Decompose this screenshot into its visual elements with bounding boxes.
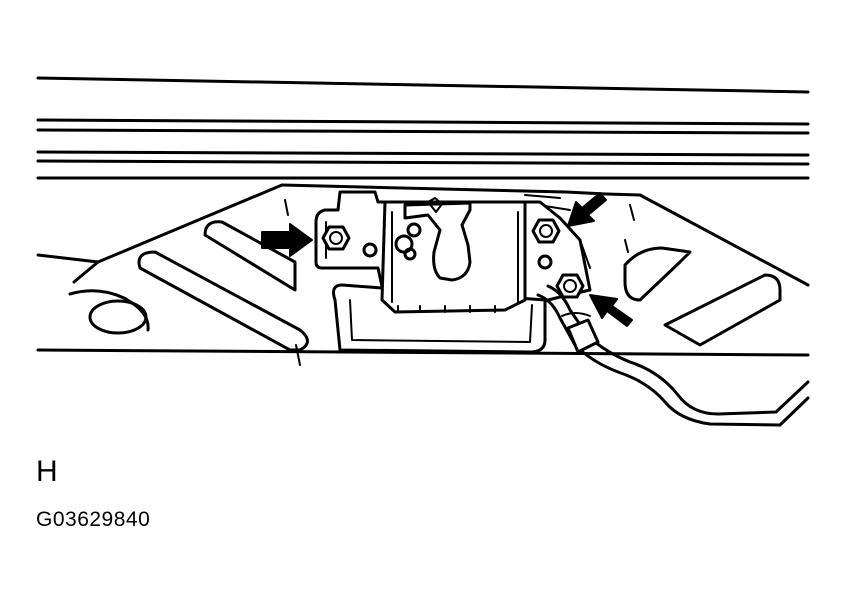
bracket-hole-left [362,242,378,258]
bolt-icon [531,218,561,244]
bracket-hole-right [537,254,553,270]
lower-panel [36,183,810,357]
latch-body [362,197,553,314]
right-upper-slot [623,246,692,302]
figure-code: G03629840 [36,508,151,531]
arrow-icon [589,294,633,327]
latch-hole-small [403,247,417,261]
view-letter: H [36,455,58,488]
release-cable [536,284,810,427]
left-slot [137,250,309,352]
arrow-icon [567,192,607,227]
bolt-icon [321,225,351,251]
cable-clip [566,318,600,354]
upper-left-slot [203,220,297,292]
latch-striker-slot [403,201,472,282]
upper-panel-lines [36,76,810,180]
right-lower-slot [663,273,782,347]
latch-hole-upper [406,222,422,238]
right-panel-features [623,204,782,347]
arrow-icon [261,223,313,257]
